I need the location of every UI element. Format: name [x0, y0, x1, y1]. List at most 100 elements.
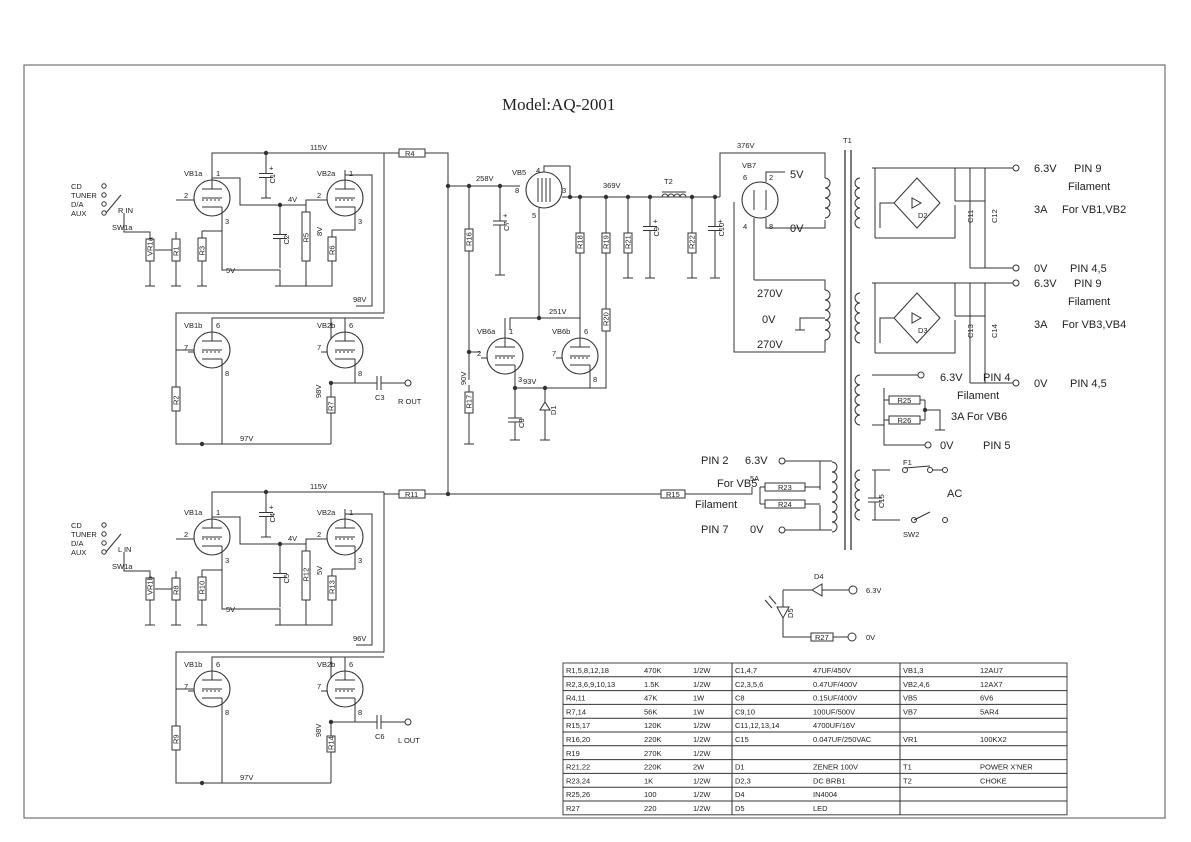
table-cell: LED: [813, 804, 828, 813]
capacitor: C9+: [643, 197, 661, 260]
voltage-label: 6.3V: [1034, 278, 1057, 290]
table-cell: 12AU7: [980, 666, 1003, 675]
diode-label: D1: [549, 405, 558, 415]
polarity-mark: +: [503, 211, 508, 220]
bridge-diode: [911, 312, 923, 324]
voltage-label: 5V: [226, 266, 235, 275]
transformer-winding: [854, 177, 861, 229]
current-label: 3A For VB6: [951, 411, 1007, 423]
table-cell: 12AX7: [980, 680, 1003, 689]
terminal: [101, 531, 107, 537]
table-cell: R7,14: [566, 707, 586, 716]
filament-label: Filament: [1068, 296, 1110, 308]
terminal: [924, 441, 932, 449]
switch-label: SW1a: [112, 562, 133, 571]
polarity-mark: +: [718, 217, 723, 226]
wire: [280, 607, 307, 626]
pin-number: 8: [358, 708, 362, 717]
terminal: [101, 522, 107, 528]
resistor: R23: [760, 482, 810, 492]
voltage-label: 6.3V: [1034, 163, 1057, 175]
pin-number: 6: [743, 173, 747, 182]
pin-label: PIN 4,5: [1070, 263, 1107, 275]
output-label: R OUT: [398, 397, 422, 406]
table-cell: 1/2W: [693, 721, 711, 730]
choke-coil: [679, 193, 687, 198]
resistor-label: R27: [815, 633, 829, 642]
pin-number: 3: [225, 556, 229, 565]
pin-number: 2: [317, 191, 321, 200]
winding-label: 0V: [762, 314, 776, 326]
table-cell: D1: [735, 763, 745, 772]
capacitor: C3: [362, 376, 396, 402]
resistor: R18: [575, 226, 585, 260]
pin-number: 7: [552, 349, 556, 358]
pin-number: 3: [562, 186, 566, 195]
pin-number: 5: [532, 211, 536, 220]
table-cell: POWER X'NER: [980, 763, 1033, 772]
terminal: [848, 585, 858, 595]
filament-label: For VB3,VB4: [1062, 319, 1126, 331]
table-cell: 1/2W: [693, 666, 711, 675]
wire: [175, 418, 202, 445]
wire: [306, 268, 333, 287]
pin-number: 6: [349, 660, 353, 669]
switch-label: SW2: [903, 530, 919, 539]
table-cell: 1/2W: [693, 680, 711, 689]
voltage-label: 115V: [310, 482, 327, 491]
input-label: TUNER: [71, 191, 97, 200]
wire: [430, 152, 449, 494]
terminal: [404, 718, 412, 726]
resistor-label: R6: [328, 245, 337, 255]
terminal: [404, 379, 412, 387]
table-cell: R4,11: [566, 694, 585, 703]
table-cell: C1,4,7: [735, 666, 757, 675]
resistor: VR1b: [145, 571, 155, 607]
tube-label: VB1b: [184, 321, 202, 330]
resistor-label: R4: [405, 149, 415, 158]
tube-label: VB1a: [184, 508, 203, 517]
resistor-label: R10: [198, 581, 207, 595]
terminal: [101, 201, 107, 207]
pin-number: 3: [225, 217, 229, 226]
table-cell: T2: [903, 776, 912, 785]
diode-label: D5: [786, 608, 795, 618]
input-label: TUNER: [71, 530, 97, 539]
voltage-label: 90V: [459, 372, 468, 385]
pin-number: 8: [593, 375, 597, 384]
wire: [332, 226, 356, 231]
wire: [580, 384, 591, 389]
wire: [872, 167, 876, 238]
pin-label: PIN 5: [983, 440, 1011, 452]
table-cell: 6V6: [980, 694, 993, 703]
voltage-label: 98V: [314, 724, 323, 737]
table-cell: C2,3,5,6: [735, 680, 763, 689]
table-cell: VB7: [903, 707, 917, 716]
junction-dot: [567, 194, 573, 200]
voltage-label: 0V: [1034, 378, 1048, 390]
terminal: [101, 192, 107, 198]
resistor-label: R13: [328, 580, 337, 594]
pin-number: 1: [216, 508, 220, 517]
capacitor-label: C7: [502, 221, 511, 231]
voltage-label: 369V: [603, 181, 621, 190]
resistor: R5: [301, 205, 311, 268]
resistor: R19: [601, 226, 611, 260]
wire: [332, 565, 356, 570]
voltage-label: 98V: [353, 295, 366, 304]
winding-label: 270V: [757, 339, 783, 351]
input-label: D/A: [71, 200, 84, 209]
resistor: R1: [171, 232, 181, 268]
diode-label: D2: [918, 211, 928, 220]
table-cell: 2W: [693, 763, 705, 772]
terminal: [1012, 379, 1020, 387]
wire: [872, 282, 876, 353]
terminal: [847, 632, 857, 642]
table-border: [562, 662, 1068, 816]
wire: [768, 595, 777, 605]
capacitor-label: C6: [375, 732, 385, 741]
tube-label: VB5: [512, 168, 526, 177]
